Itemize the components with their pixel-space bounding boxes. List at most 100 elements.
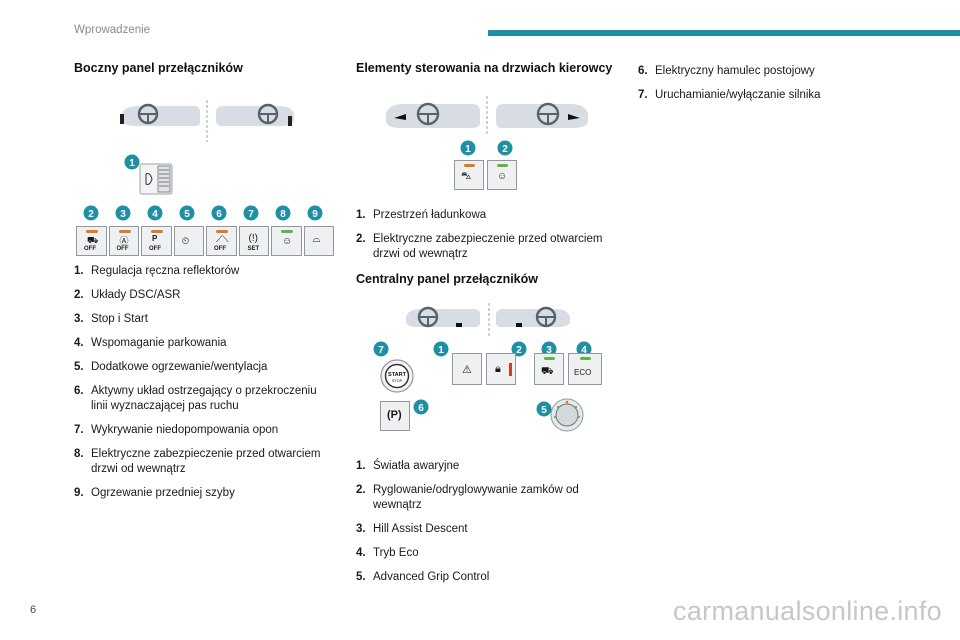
tyre-pressure-set-button[interactable]: (!) SET: [238, 226, 269, 256]
park-assist-off-icon: P: [152, 234, 158, 243]
button-text: SET: [247, 246, 260, 252]
headlamp-adjust-icon: [139, 163, 173, 195]
list-item: 1.Światła awaryjne: [356, 460, 460, 472]
callout-2: 2: [511, 341, 527, 357]
list-item: 4.Wspomaganie parkowania: [74, 337, 227, 349]
callout-9: 9: [307, 205, 323, 221]
list-item: 2.Elektryczne zabezpieczenie przed otwar…: [356, 233, 603, 260]
section-label: Wprowadzenie: [74, 24, 151, 36]
svg-text:2: 2: [502, 144, 508, 155]
list-item: 1.Przestrzeń ładunkowa: [356, 209, 487, 221]
park-brake-button[interactable]: (P): [380, 401, 410, 431]
svg-text:1: 1: [465, 144, 471, 155]
hill-descent-icon: ⛟: [541, 366, 554, 377]
svg-text:2: 2: [516, 345, 522, 356]
park-brake-icon: (P): [387, 409, 402, 421]
svg-text:4: 4: [581, 345, 587, 356]
button-text: OFF: [214, 246, 226, 252]
callout-1: 1: [460, 140, 476, 156]
figure-central-panel: 7 1 2 3 4 5 6 START STOP: [356, 297, 618, 447]
callout-6: 6: [413, 399, 429, 415]
windscreen-heating-icon: ⌓: [312, 234, 321, 245]
central-panel-list: 1.Światła awaryjne 2.Ryglowanie/odryglow…: [356, 459, 618, 585]
svg-text:STOP: STOP: [392, 379, 403, 383]
central-panel-illustration: 7 1 2 3 4 5 6 START STOP: [373, 303, 592, 432]
svg-text:START: START: [388, 372, 407, 378]
child-lock-icon: ☺: [282, 236, 293, 247]
list-item: 9.Ogrzewanie przedniej szyby: [74, 487, 235, 499]
header-accent-bar: [488, 30, 960, 36]
callout-5: 5: [536, 401, 552, 417]
stop-start-off-button[interactable]: Ⓐ OFF: [108, 226, 139, 256]
hazard-warning-button[interactable]: ⚠: [452, 353, 482, 385]
side-panel-list: 1.Regulacja ręczna reflektorów 2.Układy …: [74, 264, 336, 501]
auxiliary-heating-icon: ⏲: [181, 236, 190, 247]
callout-2: 2: [497, 140, 513, 156]
eco-mode-button[interactable]: ECO: [568, 353, 602, 385]
svg-text:6: 6: [418, 403, 424, 414]
door-switch-pair: ⛍ ☺: [454, 160, 517, 190]
column-door-and-central: Elementy sterowania na drzwiach kierowcy…: [356, 60, 618, 594]
callout-1: 1: [433, 341, 449, 357]
tyre-pressure-set-icon: (!): [248, 233, 258, 244]
stop-start-off-icon: Ⓐ: [119, 236, 129, 246]
dashboard-lhd-icon: [120, 103, 200, 126]
side-panel-illustration: 1 2 3 4 5 6 7 8 9: [83, 100, 323, 221]
svg-text:7: 7: [248, 209, 254, 220]
svg-text:4: 4: [152, 209, 158, 220]
svg-text:3: 3: [546, 345, 552, 356]
svg-text:1: 1: [129, 158, 135, 169]
svg-text:1: 1: [438, 345, 444, 356]
park-assist-off-button[interactable]: P OFF: [141, 226, 172, 256]
svg-text:6: 6: [216, 209, 222, 220]
windscreen-heating-button[interactable]: ⌓: [303, 226, 334, 256]
grip-control-dial-icon[interactable]: [550, 398, 584, 432]
list-item: 7.Uruchamianie/wyłączanie silnika: [638, 89, 821, 101]
svg-text:8: 8: [280, 209, 286, 220]
child-lock-button[interactable]: ☺: [271, 226, 302, 256]
cargo-space-button[interactable]: ⛍: [454, 160, 484, 190]
callout-4: 4: [576, 341, 592, 357]
hazard-warning-icon: ⚠: [462, 364, 472, 376]
list-item: 6.Elektryczny hamulec postojowy: [638, 65, 815, 77]
callout-6: 6: [211, 205, 227, 221]
page-number: 6: [30, 604, 37, 616]
button-text: OFF: [84, 246, 96, 252]
eco-switch-row: ⛟ ECO: [534, 353, 602, 385]
svg-text:3: 3: [120, 209, 126, 220]
svg-text:5: 5: [541, 405, 547, 416]
list-item: 8.Elektryczne zabezpieczenie przed otwar…: [74, 448, 321, 475]
auxiliary-heating-button[interactable]: ⏲: [173, 226, 204, 256]
callout-3: 3: [115, 205, 131, 221]
svg-text:5: 5: [184, 209, 190, 220]
door-rhd-icon: [496, 102, 588, 128]
button-text: OFF: [149, 246, 161, 252]
callout-2: 2: [83, 205, 99, 221]
central-locking-button[interactable]: 🔒︎: [486, 353, 516, 385]
dsc-asr-off-icon: ⛟: [87, 235, 99, 245]
hill-descent-button[interactable]: ⛟: [534, 353, 564, 385]
list-item: 7.Wykrywanie niedopompowania opon: [74, 424, 279, 436]
dashboard-rhd-icon: [496, 306, 570, 328]
column-continuation: 6.Elektryczny hamulec postojowy 7.Urucha…: [638, 64, 900, 112]
dsc-asr-off-button[interactable]: ⛟ OFF: [76, 226, 107, 256]
list-item: 3.Hill Assist Descent: [356, 523, 468, 535]
callout-4: 4: [147, 205, 163, 221]
list-item: 5.Dodatkowe ogrzewanie/wentylacja: [74, 361, 268, 373]
central-locking-icon: 🔒︎: [495, 363, 501, 375]
eco-label: ECO: [574, 368, 592, 377]
list-item: 5.Advanced Grip Control: [356, 571, 490, 583]
start-stop-button[interactable]: START STOP: [380, 359, 414, 393]
lane-departure-off-button[interactable]: ⟋⟍ OFF: [206, 226, 237, 256]
list-item: 2.Układy DSC/ASR: [74, 289, 181, 301]
figure-driver-door: 1 2 ⛍ ☺: [356, 88, 618, 196]
button-text: OFF: [116, 246, 129, 252]
callout-3: 3: [541, 341, 557, 357]
svg-text:2: 2: [88, 209, 94, 220]
list-item: 4.Tryb Eco: [356, 547, 419, 559]
child-lock-button[interactable]: ☺: [487, 160, 517, 190]
cargo-space-icon: ⛍: [461, 171, 472, 182]
list-item: 2.Ryglowanie/odryglowywanie zamków od we…: [356, 484, 579, 511]
central-switch-row: ⚠ 🔒︎: [452, 353, 516, 385]
callout-7: 7: [373, 341, 389, 357]
